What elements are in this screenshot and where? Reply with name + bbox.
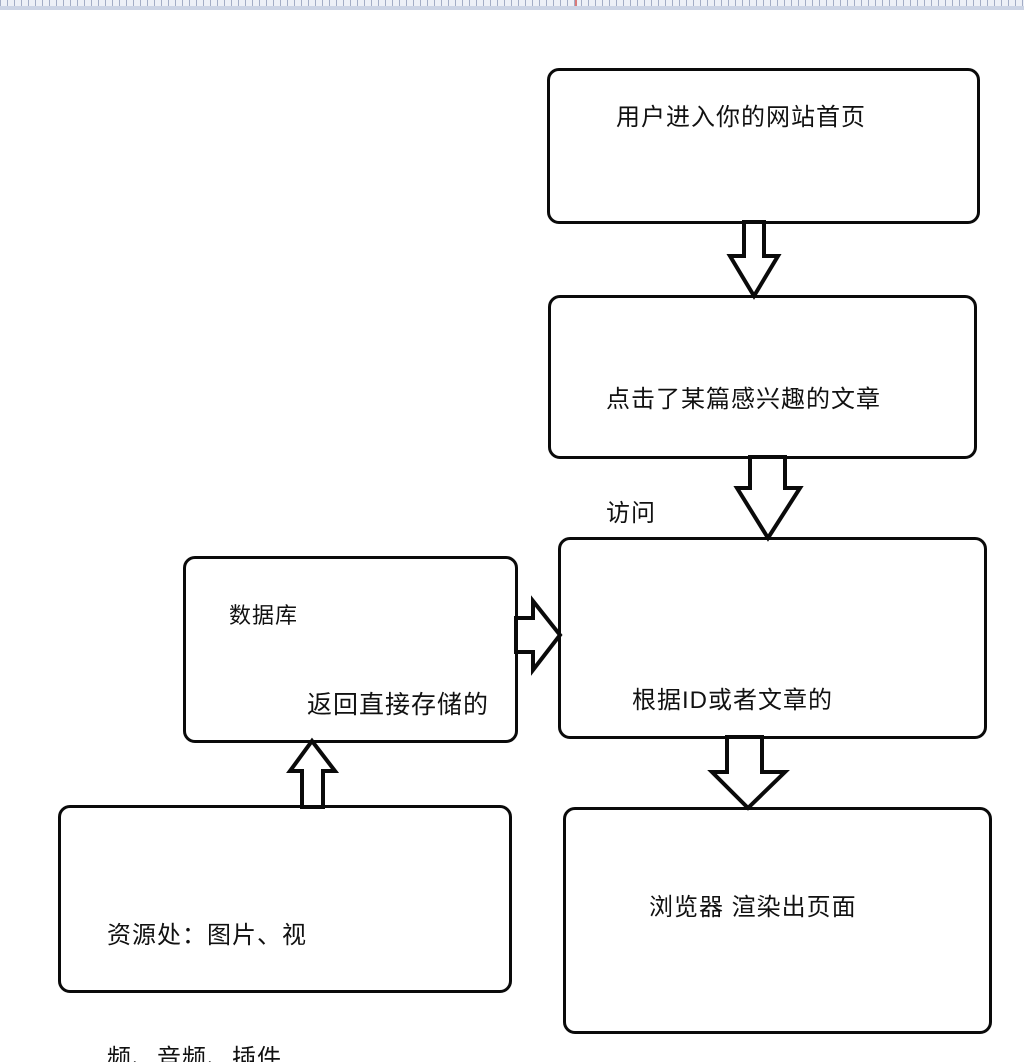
arrow-up-resources-to-database-icon[interactable] [286,737,340,809]
flow-node-database-label: 数据库 [229,603,299,628]
arrow-down-home-to-click-icon[interactable] [726,220,782,300]
ruler-ticks [0,0,1024,6]
flow-node-resources-line2: 频、音频、插件 [107,1045,282,1062]
flow-node-resources[interactable]: 资源处：图片、视 频、音频、插件 [58,805,512,1062]
flow-node-home-label: 用户进入你的网站首页 [616,104,866,131]
ruler-band [0,6,1024,10]
flow-node-click-line1: 点击了某篇感兴趣的文章 [606,386,881,413]
flow-node-query-line1: 根据ID或者文章的 [632,687,833,714]
flow-node-browser-render[interactable]: 浏览器 渲染出页面 [563,807,992,1034]
flow-node-resources-line1: 资源处：图片、视 [107,922,307,949]
flow-node-click-article[interactable]: 点击了某篇感兴趣的文章 访问 [548,295,977,527]
arrow-down-query-to-browser-icon[interactable] [707,735,790,811]
flow-node-db-query[interactable]: 根据ID或者文章的 Title向数据库查询 [558,537,987,840]
arrow-down-click-to-query-icon[interactable] [733,455,804,542]
arrow-right-database-to-query-icon[interactable] [514,595,563,676]
flow-node-home[interactable]: 用户进入你的网站首页 [547,68,980,224]
ruler-cursor-marker [575,0,577,6]
flow-node-database-note-line1: 返回直接存储的 [307,691,490,719]
flow-node-browser-label: 浏览器 渲染出页面 [649,894,857,921]
horizontal-ruler[interactable] [0,0,1024,10]
flow-node-click-line2: 访问 [606,500,656,527]
flow-node-database[interactable]: 数据库 返回直接存储的 资源以及指向性 的资源地址 [183,556,518,959]
